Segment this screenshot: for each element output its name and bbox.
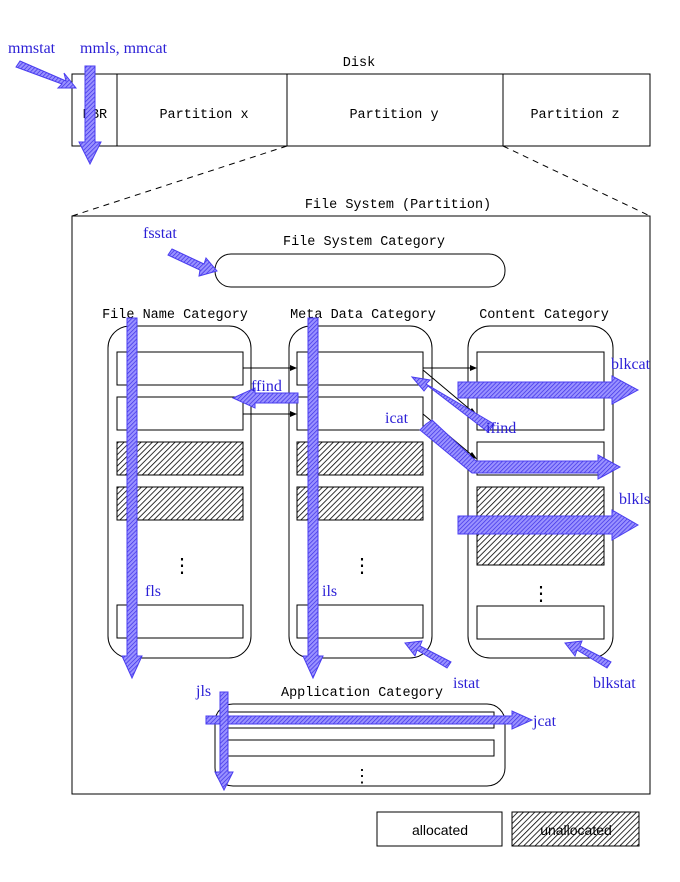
istat-label: istat [453,675,480,692]
fs-category-label: File System Category [283,235,445,250]
file-name-category-label: File Name Category [102,308,248,323]
application-ellipsis: ⋮ [353,768,371,788]
fs-category-box [214,253,506,288]
partition-y-label: Partition y [349,108,438,123]
application-entry-2 [227,739,495,757]
content-category-label: Content Category [479,308,609,323]
file-name-entry-4 [116,486,244,521]
blkstat-arrow [564,640,612,669]
fls-arrow [121,317,143,680]
file-system-title: File System (Partition) [305,198,491,213]
zoom-line-left [71,145,288,217]
blkstat-label: blkstat [593,675,636,692]
blkls-arrow [457,509,640,541]
ils-label: ils [322,583,337,600]
mmstat-label: mmstat [8,40,56,57]
jls-label: jls [195,683,211,700]
ils-arrow [302,317,324,680]
content-block-4 [476,486,605,521]
meta-data-ellipsis: ⋮ [352,556,372,579]
mmls-arrow [78,65,102,166]
ffind-label: ffind [251,378,282,395]
istat-arrow [404,640,452,669]
mmstat-arrow [15,60,78,89]
jcat-arrow [205,710,534,730]
partition-z-label: Partition z [530,108,619,123]
mmls-mmcat-label: mmls, mmcat [80,40,168,57]
disk-box [71,73,651,147]
file-name-entry-2 [116,396,244,431]
ifind-label: ifind [486,420,516,437]
fsstat-label: fsstat [143,225,177,242]
blkls-label: blkls [619,491,650,508]
file-name-entry-5 [116,604,244,639]
fsstat-arrow [167,248,218,277]
file-name-ellipsis: ⋮ [172,556,192,579]
content-block-1 [476,351,605,386]
legend-unallocated-label: unallocated [540,822,612,838]
application-category-label: Application Category [281,686,443,701]
file-name-entry-3 [116,441,244,476]
tool-arrows [15,60,640,792]
content-block-6 [476,605,605,640]
fls-label: fls [145,583,161,600]
legend-allocated-label: allocated [412,822,468,838]
jcat-label: jcat [532,713,557,730]
zoom-line-right [502,145,651,217]
blkcat-label: blkcat [611,356,651,373]
legend-unallocated-box [511,811,640,847]
icat-label: icat [385,410,409,427]
jls-arrow [214,691,234,792]
blkcat-arrow [457,375,640,405]
legend-allocated-box [376,811,503,847]
disk-title: Disk [343,56,375,71]
content-ellipsis: ⋮ [531,584,551,607]
partition-x-label: Partition x [159,108,248,123]
meta-data-category-label: Meta Data Category [290,308,436,323]
content-block-5 [476,531,605,566]
ifind-arrow [410,376,495,433]
icat-arrow [419,419,622,480]
ffind-arrow [231,387,299,409]
